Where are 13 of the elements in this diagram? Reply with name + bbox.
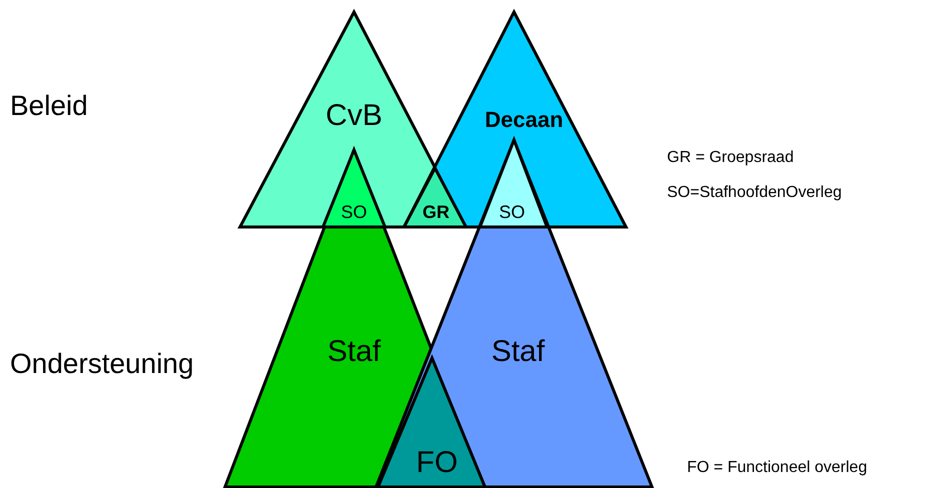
level-label: Ondersteuning xyxy=(10,350,194,378)
triangle-label: Staf xyxy=(491,337,545,367)
triangle-label: FO xyxy=(416,448,458,478)
triangle-label: Decaan xyxy=(484,109,564,131)
triangle-label: GR xyxy=(422,203,450,221)
abbreviation-note: FO = Functioneel overleg xyxy=(687,460,868,476)
abbreviation-note: GR = Groepsraad xyxy=(667,150,794,166)
level-label: Beleid xyxy=(10,92,88,120)
triangle-label: SO xyxy=(499,203,525,221)
triangle-label: CvB xyxy=(326,101,382,131)
abbreviation-note: SO=StafhoofdenOverleg xyxy=(667,185,842,201)
triangle-label: SO xyxy=(341,203,367,221)
triangle-label: Staf xyxy=(327,337,381,367)
